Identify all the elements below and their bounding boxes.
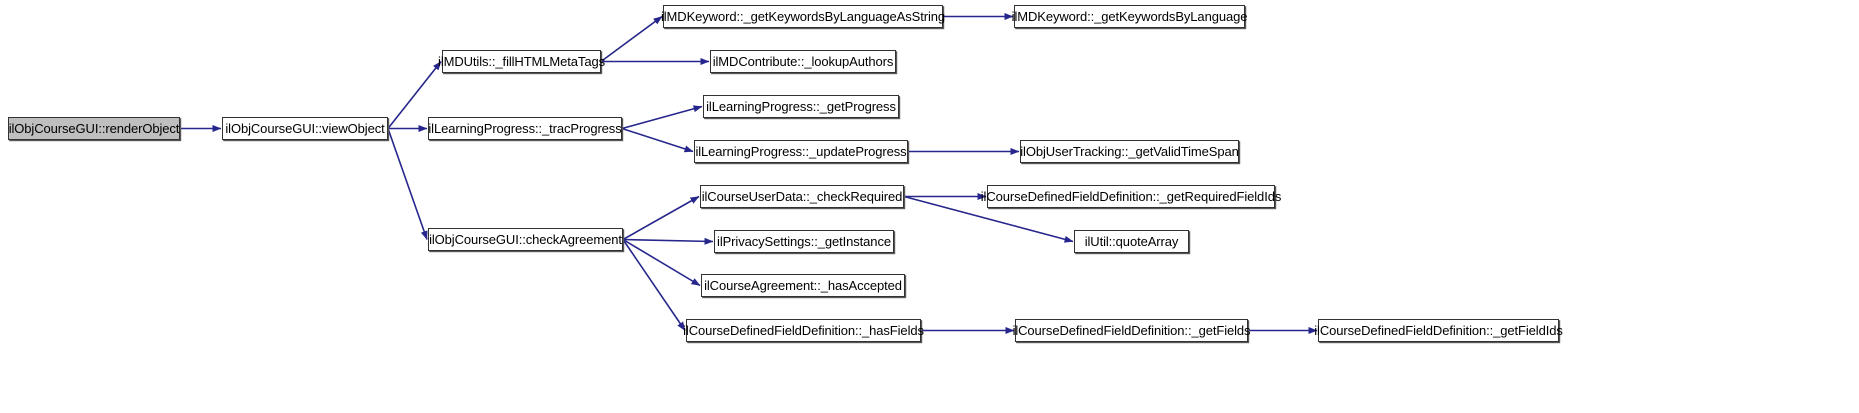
graph-node-getRequiredFieldIds[interactable]: ilCourseDefinedFieldDefinition::_getRequ… [981,185,1281,208]
graph-node-getProgress[interactable]: ilLearningProgress::_getProgress [703,95,899,118]
graph-node-label: ilLearningProgress::_tracProgress [428,121,622,136]
graph-node-label: ilMDKeyword::_getKeywordsByLanguage [1011,9,1248,24]
graph-node-getFieldIds[interactable]: ilCourseDefinedFieldDefinition::_getFiel… [1314,319,1563,342]
graph-edge-checkAgreement-to-hasFields [622,239,686,331]
graph-node-label: ilObjCourseGUI::viewObject [225,121,385,136]
graph-node-label: ilObjCourseGUI::checkAgreement [429,232,622,247]
graph-node-label: ilCourseAgreement::_hasAccepted [704,278,902,293]
graph-edge-tracProgress-to-getProgress [621,105,703,130]
graph-node-viewObject[interactable]: ilObjCourseGUI::viewObject [222,117,388,140]
graph-node-label: ilMDContribute::_lookupAuthors [712,54,894,69]
graph-node-checkRequired[interactable]: ilCourseUserData::_checkRequired [700,185,904,208]
graph-node-label: ilUtil::quoteArray [1084,234,1179,249]
graph-node-hasAccepted[interactable]: ilCourseAgreement::_hasAccepted [701,274,905,297]
graph-node-label: ilCourseDefinedFieldDefinition::_getRequ… [980,189,1282,204]
graph-node-label: ilMDKeyword::_getKeywordsByLanguageAsStr… [660,9,946,24]
graph-node-label: ilCourseUserData::_checkRequired [701,189,903,204]
graph-node-renderObject[interactable]: ilObjCourseGUI::renderObject [8,117,180,140]
graph-edge-viewObject-to-checkAgreement [387,128,428,240]
graph-node-getInstance[interactable]: ilPrivacySettings::_getInstance [714,230,894,253]
graph-node-hasFields[interactable]: ilCourseDefinedFieldDefinition::_hasFiel… [683,319,924,342]
graph-node-label: ilPrivacySettings::_getInstance [717,234,891,249]
graph-node-label: ilCourseDefinedFieldDefinition::_getFiel… [1314,323,1563,338]
graph-node-getValidTimeSpan[interactable]: ilObjUserTracking::_getValidTimeSpan [1020,140,1239,163]
graph-node-label: ilMDUtils::_fillHTMLMetaTags [438,54,605,69]
graph-node-label: ilCourseDefinedFieldDefinition::_getFiel… [1012,323,1251,338]
graph-node-label: ilLearningProgress::_updateProgress [695,144,907,159]
graph-edge-checkAgreement-to-checkRequired [622,195,700,241]
graph-node-checkAgreement[interactable]: ilObjCourseGUI::checkAgreement [428,228,623,251]
graph-node-lookupAuthors[interactable]: ilMDContribute::_lookupAuthors [710,50,896,73]
graph-node-fillHTMLMetaTags[interactable]: ilMDUtils::_fillHTMLMetaTags [438,50,605,73]
graph-node-getFields[interactable]: ilCourseDefinedFieldDefinition::_getFiel… [1013,319,1251,342]
graph-node-label: ilObjCourseGUI::renderObject [8,121,180,136]
graph-node-getKeywordsByLanguage[interactable]: ilMDKeyword::_getKeywordsByLanguage [1012,5,1247,28]
graph-node-getKeywordsByLanguageAsString[interactable]: ilMDKeyword::_getKeywordsByLanguageAsStr… [661,5,945,28]
graph-node-updateProgress[interactable]: ilLearningProgress::_updateProgress [694,140,908,163]
graph-node-tracProgress[interactable]: ilLearningProgress::_tracProgress [428,117,622,140]
graph-edge-checkAgreement-to-getInstance [622,237,714,245]
graph-edge-tracProgress-to-updateProgress [621,127,694,153]
graph-edge-checkAgreement-to-hasAccepted [622,238,701,287]
graph-node-label: ilObjUserTracking::_getValidTimeSpan [1020,144,1239,159]
graph-node-quoteArray[interactable]: ilUtil::quoteArray [1074,230,1189,253]
graph-node-label: ilCourseDefinedFieldDefinition::_hasFiel… [683,323,924,338]
graph-node-label: ilLearningProgress::_getProgress [706,99,896,114]
